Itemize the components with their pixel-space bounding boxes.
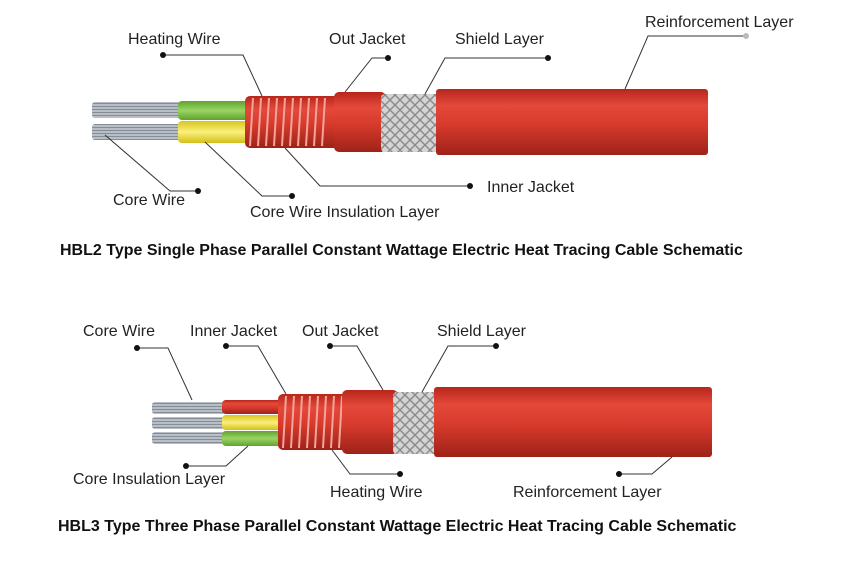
hbl2-shield-braid [381,94,441,152]
hbl2-cable [92,89,708,155]
hbl2-inner-jacket [245,96,339,148]
hbl3-insulation-red [222,400,284,414]
hbl3-cable [152,387,712,457]
hbl3-label-shield-layer: Shield Layer [437,323,527,340]
hbl2-insulation-green [178,101,250,120]
hbl3-shield-braid [393,392,439,454]
hbl2-label-out-jacket: Out Jacket [329,31,406,48]
hbl2-heating-wire-coil [249,97,326,147]
hbl2-label-reinforcement-layer: Reinforcement Layer [645,14,794,31]
hbl2-label-shield-layer: Shield Layer [455,31,545,48]
hbl2-out-jacket [334,92,386,152]
hbl3-heating-wire-coil [282,395,343,449]
hbl2-label-heating-wire: Heating Wire [128,31,221,48]
hbl3-reinforcement-layer [434,387,712,457]
hbl3-inner-jacket [278,394,348,450]
hbl3-label-core-insulation: Core Insulation Layer [73,471,226,488]
hbl3-core-strands [152,402,226,444]
hbl2-reinforcement-layer [436,89,708,155]
hbl2-label-core-wire: Core Wire [113,192,185,209]
hbl3-label-core-wire: Core Wire [83,323,155,340]
hbl2-label-core-wire-insulation: Core Wire Insulation Layer [250,204,440,221]
hbl3-insulation-green [222,431,284,446]
hbl2-label-inner-jacket: Inner Jacket [487,179,575,196]
hbl3-label-heating-wire: Heating Wire [330,484,423,501]
hbl3-label-reinforcement-layer: Reinforcement Layer [513,484,662,501]
hbl3-insulation-yellow [222,415,284,430]
hbl3-label-inner-jacket: Inner Jacket [190,323,278,340]
hbl2-caption: HBL2 Type Single Phase Parallel Constant… [60,242,743,259]
hbl3-caption: HBL3 Type Three Phase Parallel Constant … [58,518,737,535]
hbl3-out-jacket [342,390,398,454]
hbl3-leader-lines [134,343,673,477]
hbl2-core-strands [92,102,184,140]
hbl3-label-out-jacket: Out Jacket [302,323,379,340]
hbl2-leader-lines [104,33,749,199]
hbl2-insulation-yellow [178,121,250,143]
